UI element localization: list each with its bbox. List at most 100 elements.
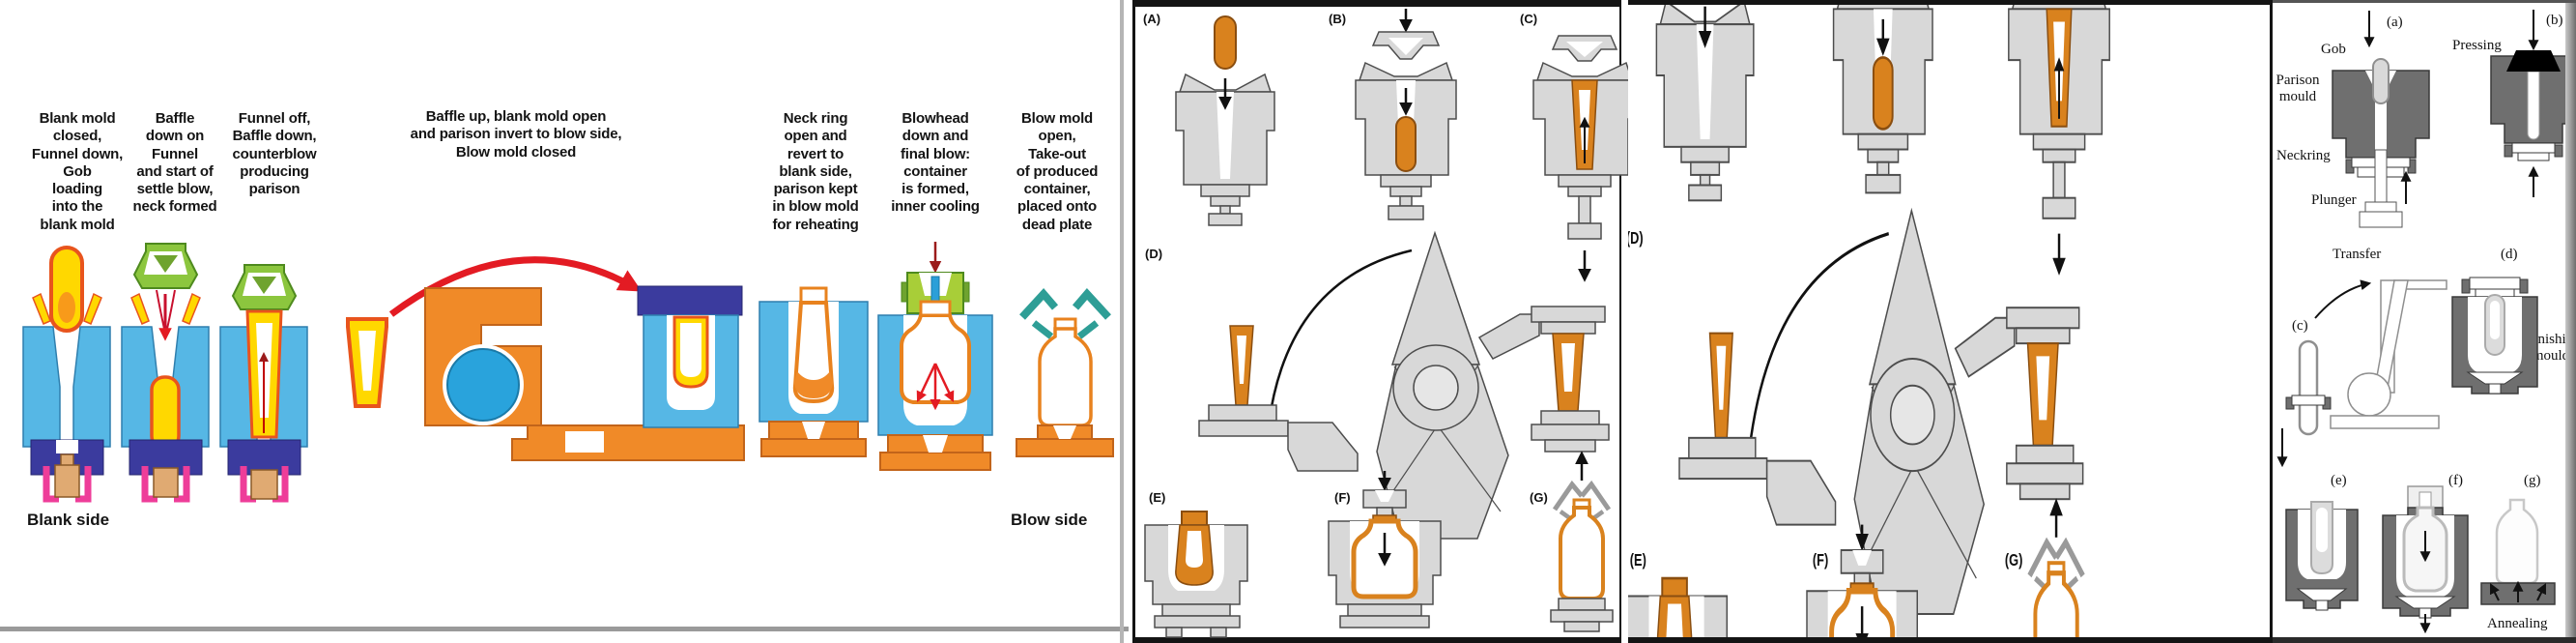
sectionE-reheat	[1628, 576, 1728, 637]
blow-side-neckring-arm-icon	[1477, 306, 1610, 453]
diagram-d-finishing-mould	[2451, 277, 2538, 395]
blowhead-section-icon	[1840, 549, 1884, 590]
neckring-label: Neckring	[2276, 148, 2331, 163]
label-G: (G)	[1530, 490, 1548, 505]
parison-icon	[2310, 501, 2333, 575]
gob-in-mould-icon	[1872, 56, 1894, 131]
settle-blow-mold-icon	[121, 289, 210, 503]
transfer-arc-arrow-icon	[2314, 279, 2372, 319]
label-F: (F)	[1334, 490, 1351, 505]
stage1-caption: Blank mold closed, Funnel down, Gob load…	[31, 110, 124, 233]
panel2-content: (A) (B) (C) (D) (E) (F) (G)	[1628, 5, 2110, 637]
blank-mold-icon	[22, 246, 111, 503]
neckring-icon	[2285, 395, 2332, 410]
neckring-icon	[2461, 277, 2529, 298]
finished-bottle-icon	[1550, 498, 1614, 632]
blow-mold-closed-icon	[637, 285, 743, 428]
sectionA-gob-loading	[1655, 5, 1755, 202]
sectionE-reheat	[1144, 511, 1248, 638]
panel1-blow-and-blow: Blank mold closed, Funnel down, Gob load…	[0, 0, 1129, 643]
blow-mould-section-icon	[1628, 576, 1728, 637]
invert-arc-icon	[1746, 232, 1889, 464]
counterblow-mold-icon	[219, 309, 308, 503]
pressing-label: Pressing	[2452, 38, 2502, 53]
panel2-is-machine-sections: (A) (B) (C) (D) (E) (F) (G)	[1132, 0, 1637, 643]
blank-side-label: Blank side	[27, 511, 110, 529]
blank-side-neckring-arm-icon	[1678, 332, 1837, 526]
label-C: (C)	[1520, 12, 1538, 26]
label-g: (g)	[2524, 473, 2541, 488]
label-E: (E)	[1149, 490, 1166, 505]
plunger-retracted-icon	[2042, 161, 2076, 219]
stage4-invert-diagram	[346, 256, 745, 461]
annealing-label: Annealing	[2487, 616, 2548, 631]
stage6-final-blow-diagram	[877, 242, 993, 471]
baffle-section-icon	[1551, 35, 1618, 62]
parison-mould-icon	[2490, 55, 2576, 144]
gob-down-arrow-icon	[2363, 11, 2375, 48]
label-c: (c)	[2292, 318, 2308, 334]
neckring-icon	[2504, 142, 2563, 161]
stage4-caption: Baffle up, blank mold open and parison i…	[410, 108, 622, 161]
finishing-mould-label: Finishing mould	[2526, 332, 2576, 365]
panel3-zoom-host: (A) (B) (C) (D) (E) (F) (G)	[1628, 5, 2110, 637]
invert-arm-pivot-icon	[1853, 207, 1985, 615]
sectionC-counterblow	[1532, 35, 1637, 282]
panel4-right-shadow	[2565, 3, 2576, 637]
blank-mould-section-icon	[1655, 5, 1755, 202]
stage7-caption: Blow mold open, Take-out of produced con…	[1016, 110, 1099, 233]
panel2-content: (A) (B) (C) (D) (E) (F) (G)	[1135, 7, 1637, 638]
blow-side-label: Blow side	[1011, 511, 1088, 529]
stage3-counterblow-diagram	[219, 264, 308, 503]
diagram-a-gob-loading	[2332, 58, 2430, 228]
invert-arc-arrow-icon	[388, 256, 643, 317]
panel1-bottom-divider	[0, 627, 1129, 631]
plunger-retracted-icon	[1567, 195, 1602, 240]
label-A: (A)	[1143, 12, 1161, 26]
baffle-icon	[132, 243, 199, 289]
diagram-c-transfer-parison	[2276, 339, 2332, 468]
stage3-caption: Funnel off, Baffle down, counterblow pro…	[232, 110, 317, 198]
label-B: (B)	[1329, 12, 1347, 26]
transfer-label: Transfer	[2333, 247, 2382, 262]
label-D: (D)	[1628, 228, 1644, 248]
blank-side-neckring-arm-icon	[1198, 325, 1359, 472]
stage7-takeout-diagram	[1016, 287, 1114, 457]
sectionF-final-blow	[1328, 471, 1442, 628]
label-b: (b)	[2546, 13, 2563, 28]
blow-mould-section-icon	[1144, 511, 1248, 638]
label-d: (d)	[2501, 247, 2518, 262]
parison-mould-label: Parison mould	[2275, 73, 2320, 105]
label-e: (e)	[2331, 473, 2347, 488]
baffle-icon	[231, 264, 298, 310]
gob-in-mould-icon	[1395, 116, 1417, 172]
panel4-press-and-blow: (a) (b) Gob Pressing Parison mould Neckr…	[2273, 0, 2576, 643]
diagram-f-final-blow	[2382, 485, 2469, 634]
blow-mold-reheat-icon	[758, 286, 869, 457]
stage2-caption: Baffle down on Funnel and start of settl…	[132, 110, 217, 216]
sectionG-takeout	[2027, 498, 2085, 637]
plunger-icon	[2359, 149, 2403, 228]
sectionD-invert-mechanism	[1678, 207, 2084, 615]
sectionG-takeout	[1550, 451, 1614, 632]
label-D: (D)	[1145, 247, 1163, 261]
plunger-label: Plunger	[2311, 192, 2357, 208]
invert-arm-pivot-icon	[1376, 230, 1509, 540]
sectionB-settle-blow	[1832, 5, 1933, 194]
blow-side-neckring-arm-icon	[1954, 307, 2084, 501]
pressing-head-icon	[2506, 50, 2561, 72]
baffle-section-icon	[1371, 31, 1441, 60]
gob-icon	[1214, 15, 1237, 70]
stage1-gob-loading-diagram	[22, 246, 111, 503]
finished-bottle-icon	[2033, 561, 2079, 637]
sectionD-invert-mechanism	[1198, 230, 1610, 540]
label-G: (G)	[2004, 550, 2023, 570]
label-F: (F)	[1812, 550, 1829, 570]
panel3-is-machine-zoom: (A) (B) (C) (D) (E) (F) (G)	[1628, 0, 2273, 643]
parison-icon	[2298, 339, 2319, 436]
stage6-caption: Blowhead down and final blow: container …	[891, 110, 980, 216]
blank-mould-section-icon	[2008, 5, 2110, 163]
diagram-g-annealing	[2480, 498, 2556, 605]
invert-arc-icon	[1267, 248, 1413, 425]
